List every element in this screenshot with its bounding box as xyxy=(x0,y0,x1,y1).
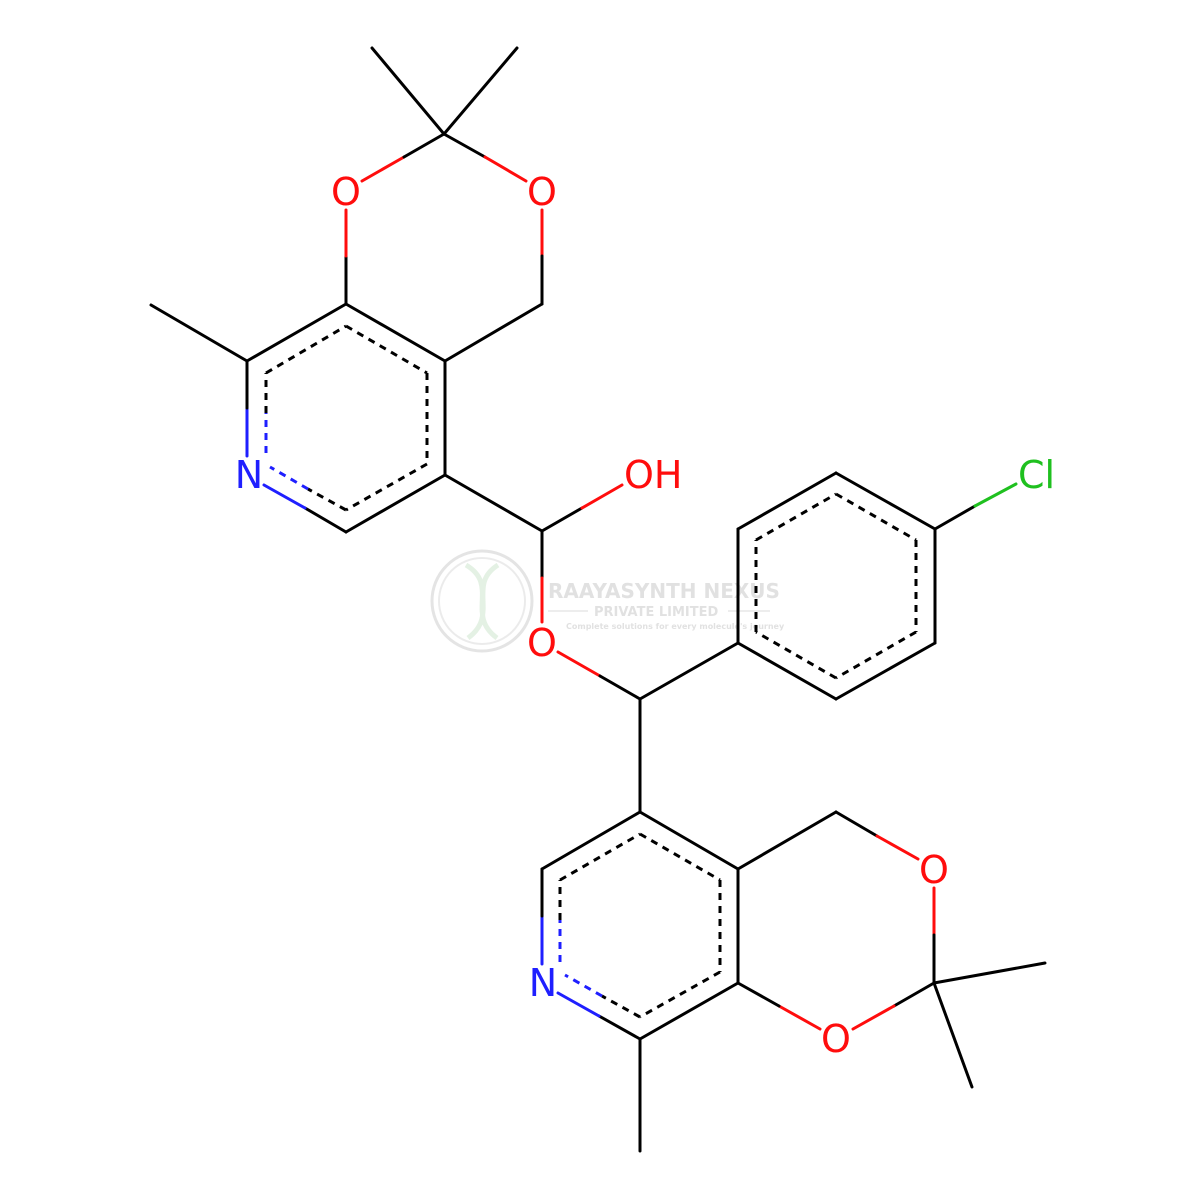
watermark-subtitle: PRIVATE LIMITED xyxy=(594,605,719,620)
atom-nitrogen-lower: N xyxy=(529,961,557,1005)
lower-dioxane-ring xyxy=(638,810,1047,1153)
atom-oxygen-lower-bottom: O xyxy=(821,1017,851,1061)
watermark-helix-icon xyxy=(464,562,500,641)
atom-nitrogen-upper: N xyxy=(235,453,263,497)
atom-chlorine: Cl xyxy=(1018,453,1055,497)
watermark-tagline: Complete solutions for every molecule's … xyxy=(566,622,785,631)
atom-oxygen-lower-right: O xyxy=(919,848,949,892)
atom-oxygen-top-right: O xyxy=(527,170,557,214)
watermark-emblem-circle xyxy=(430,549,534,653)
upper-pyridine-ring xyxy=(245,302,447,534)
lower-pyridine-ring xyxy=(540,810,740,1041)
atom-oxygen-ether: O xyxy=(527,621,557,665)
atom-oxygen-top-left: O xyxy=(331,170,361,214)
chlorophenyl-ring xyxy=(736,471,1018,701)
watermark-name: RAAYASYNTH NEXUS xyxy=(548,579,780,603)
central-linker xyxy=(443,473,740,814)
watermark-emblem-inner xyxy=(438,557,526,645)
upper-dioxane-ring xyxy=(149,46,544,363)
watermark-logo: RAAYASYNTH NEXUS PRIVATE LIMITED Complet… xyxy=(430,549,785,653)
atom-hydroxyl: OH xyxy=(624,453,682,497)
